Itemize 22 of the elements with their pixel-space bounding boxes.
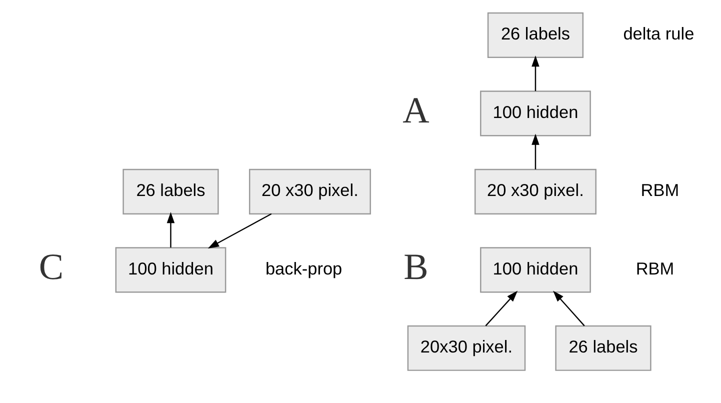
node-box: 26 labels xyxy=(122,168,219,214)
label: B xyxy=(404,246,428,288)
arrow xyxy=(532,134,540,170)
label: back-prop xyxy=(265,258,342,278)
node-box: 20 x30 pixel. xyxy=(474,168,596,214)
node-box: 100 hidden xyxy=(480,90,591,136)
node-box: 26 labels xyxy=(487,12,584,58)
label: RBM xyxy=(640,180,680,200)
arrow xyxy=(532,56,540,92)
node-box: 20 x30 pixel. xyxy=(248,168,371,214)
arrow xyxy=(485,290,518,326)
label: A xyxy=(402,90,430,131)
arrow xyxy=(208,213,272,248)
node-box: 26 labels xyxy=(555,325,652,371)
label: delta rule xyxy=(623,24,694,44)
arrow xyxy=(166,212,175,248)
node-box: 100 hidden xyxy=(480,247,591,293)
label: RBM xyxy=(636,258,674,278)
arrow xyxy=(553,290,585,326)
node-box: 20x30 pixel. xyxy=(407,325,526,371)
label: C xyxy=(38,246,64,288)
node-box: 100 hidden xyxy=(115,247,226,293)
